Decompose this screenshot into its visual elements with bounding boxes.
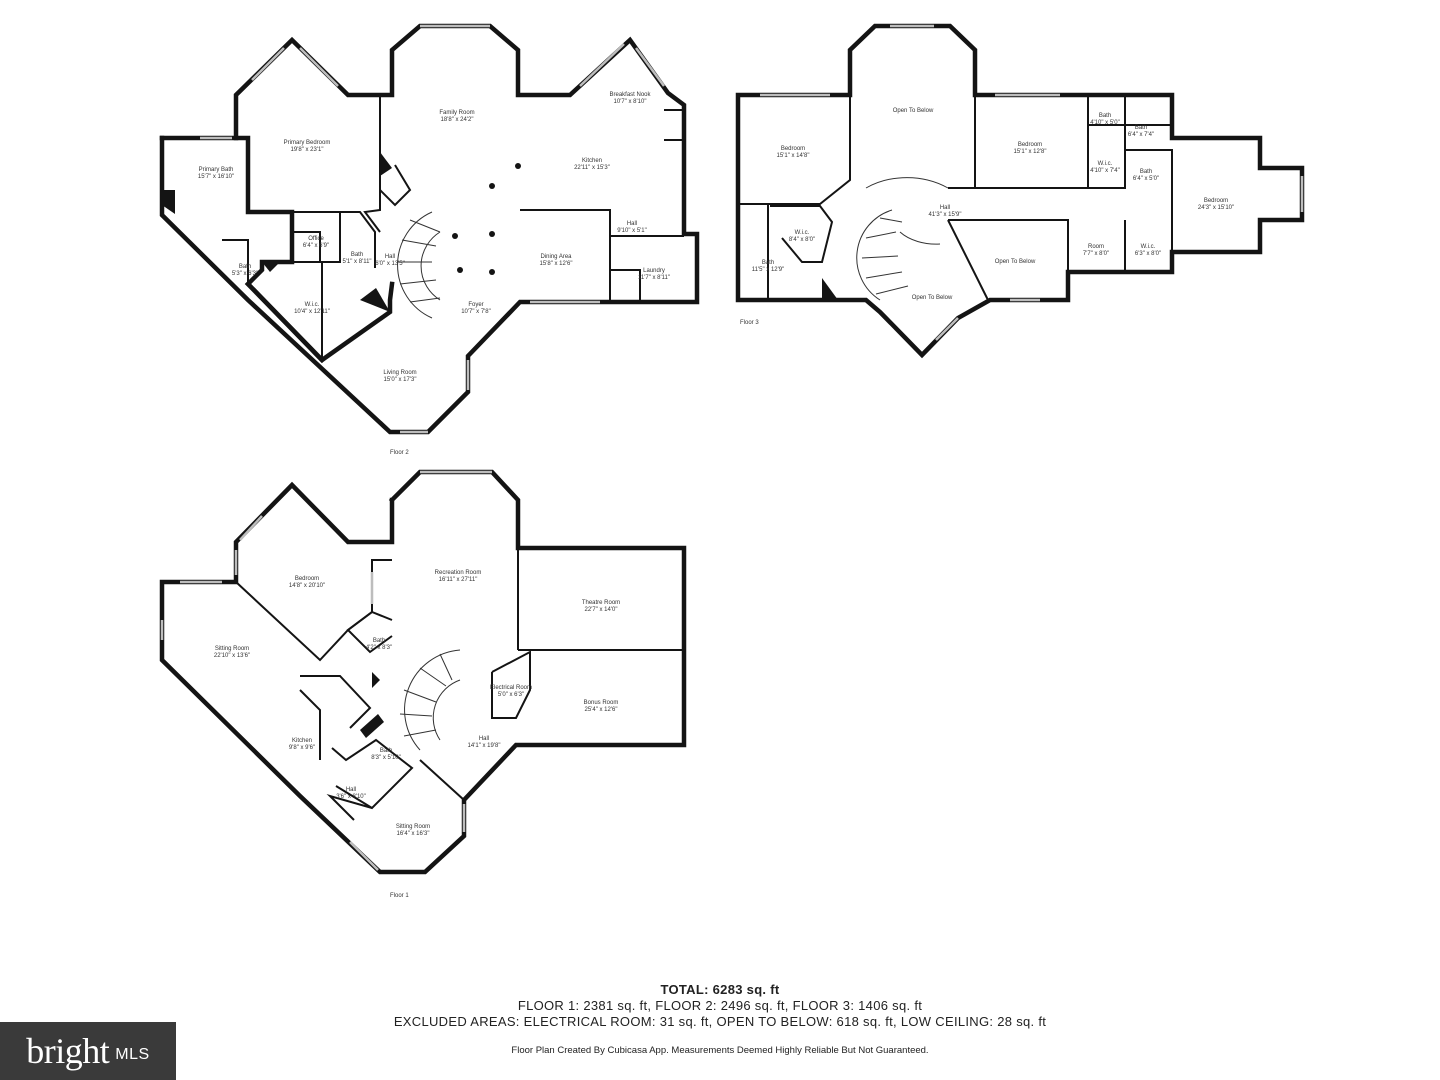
room-dimension-label: 3'6" x 8'10" — [336, 794, 366, 800]
room-name-label: Office — [308, 236, 324, 242]
room-name-label: W.i.c. — [1141, 244, 1156, 250]
room-name-label: W.i.c. — [1098, 161, 1113, 167]
room-dimension-label: 16'11" x 27'11" — [439, 577, 478, 583]
floor-2-plan — [159, 23, 700, 435]
room-dimension-label: 41'3" x 15'9" — [929, 212, 962, 218]
room-dimension-label: 5'0" x 6'3" — [498, 692, 524, 698]
room-name-label: Open To Below — [893, 108, 934, 114]
room-dimension-label: 9'8" x 9'6" — [289, 745, 315, 751]
room-name-label: Hall — [940, 205, 950, 211]
excluded-areas: EXCLUDED AREAS: ELECTRICAL ROOM: 31 sq. … — [393, 1014, 1047, 1029]
floor-1-label: Floor 1 — [390, 893, 409, 899]
room-dimension-label: 11'7" x 8'11" — [638, 275, 670, 281]
room-name-label: Foyer — [468, 302, 483, 308]
room-name-label: Bath — [762, 260, 774, 266]
room-dimension-label: 6'4" x 7'4" — [1128, 132, 1154, 138]
room-name-label: Hall — [385, 254, 395, 260]
room-dimension-label: 5'1" x 8'11" — [342, 259, 371, 265]
room-name-label: Open To Below — [995, 259, 1036, 265]
disclaimer-text: Floor Plan Created By Cubicasa App. Meas… — [511, 1045, 929, 1056]
room-dimension-label: 4'10" x 7'4" — [1090, 168, 1120, 174]
room-name-label: W.i.c. — [305, 302, 320, 308]
room-name-label: Hall — [627, 221, 637, 227]
room-dimension-label: 6'4" x 5'0" — [1133, 176, 1159, 182]
floor-3-plan — [735, 23, 1305, 359]
room-name-label: Bath — [239, 264, 251, 270]
room-name-label: Bath — [1099, 113, 1111, 119]
room-name-label: Bath — [373, 638, 385, 644]
room-dimension-label: 22'11" x 15'3" — [574, 165, 610, 171]
room-dimension-label: 10'4" x 12'11" — [294, 309, 330, 315]
room-name-label: Bath — [351, 252, 363, 258]
room-dimension-label: 5'3" x 6'3" — [232, 271, 258, 277]
floor-areas: FLOOR 1: 2381 sq. ft, FLOOR 2: 2496 sq. … — [517, 998, 923, 1013]
room-name-label: Primary Bedroom — [284, 140, 331, 146]
room-dimension-label: 10'7" x 8'10" — [614, 99, 647, 105]
room-dimension-label: 4'2" x 8'3" — [366, 645, 392, 651]
room-name-label: Sitting Room — [396, 824, 430, 830]
room-name-label: Theatre Room — [582, 600, 620, 606]
room-name-label: Room — [1088, 244, 1104, 250]
room-name-label: Bedroom — [781, 146, 805, 152]
room-name-label: Family Room — [439, 110, 474, 116]
room-dimension-label: 25'4" x 12'6" — [585, 707, 618, 713]
room-name-label: Bedroom — [1204, 198, 1228, 204]
room-name-label: Laundry — [643, 268, 665, 274]
room-dimension-label: 15'1" x 12'8" — [1014, 149, 1047, 155]
room-name-label: Electrical Room — [490, 685, 532, 691]
room-dimension-label: 4'10" x 5'0" — [1090, 120, 1120, 126]
room-name-label: Hall — [346, 787, 356, 793]
room-name-label: Bath — [1135, 125, 1147, 131]
room-name-label: Bedroom — [295, 576, 319, 582]
room-dimension-label: 15'0" x 17'3" — [384, 377, 417, 383]
room-name-label: Open To Below — [912, 295, 953, 301]
room-dimension-label: 19'8" x 23'1" — [291, 147, 324, 153]
room-dimension-label: 15'8" x 12'6" — [540, 261, 573, 267]
room-name-label: Kitchen — [582, 158, 602, 164]
logo-mls-text: MLS — [115, 1046, 150, 1063]
room-name-label: Dining Area — [540, 254, 572, 260]
total-area: TOTAL: 6283 sq. ft — [660, 982, 780, 997]
room-dimension-label: 6'0" x 13'5" — [375, 261, 405, 267]
room-dimension-label: 24'3" x 15'10" — [1198, 205, 1234, 211]
room-dimension-label: 16'4" x 16'3" — [397, 831, 430, 837]
room-dimension-label: 22'10" x 13'6" — [214, 653, 250, 659]
room-name-label: Sitting Room — [215, 646, 249, 652]
floor-3-label: Floor 3 — [740, 320, 759, 326]
room-dimension-label: 18'8" x 24'2" — [441, 117, 474, 123]
room-dimension-label: 22'7" x 14'0" — [585, 607, 618, 613]
room-dimension-label: 15'1" x 14'8" — [777, 153, 810, 159]
room-dimension-label: 14'8" x 20'10" — [289, 583, 325, 589]
room-name-label: Primary Bath — [199, 167, 234, 173]
room-name-label: Kitchen — [292, 738, 312, 744]
room-dimension-label: 9'10" x 5'1" — [617, 228, 647, 234]
room-name-label: Bath — [1140, 169, 1152, 175]
room-dimension-label: 11'5" x 12'9" — [752, 267, 784, 273]
room-dimension-label: 14'1" x 19'8" — [468, 743, 501, 749]
room-dimension-label: 6'3" x 8'0" — [1135, 251, 1161, 257]
room-name-label: W.i.c. — [795, 230, 810, 236]
bright-mls-logo: bright MLS — [0, 1022, 176, 1080]
room-dimension-label: 6'4" x 6'9" — [303, 243, 329, 249]
room-name-label: Breakfast Nook — [609, 92, 651, 98]
room-name-label: Living Room — [383, 370, 416, 376]
room-dimension-label: 10'7" x 7'8" — [461, 309, 491, 315]
room-name-label: Recreation Room — [435, 570, 482, 576]
room-name-label: Bonus Room — [584, 700, 619, 706]
room-name-label: Bedroom — [1018, 142, 1042, 148]
room-dimension-label: 8'3" x 5'10" — [371, 755, 401, 761]
room-name-label: Hall — [479, 736, 489, 742]
floor-1-plan — [159, 469, 687, 875]
room-dimension-label: 15'7" x 16'10" — [198, 174, 234, 180]
room-name-label: Bath — [380, 748, 392, 754]
floor-2-label: Floor 2 — [390, 450, 409, 456]
logo-brand-text: bright — [26, 1031, 110, 1071]
room-dimension-label: 8'4" x 8'0" — [789, 237, 815, 243]
room-dimension-label: 7'7" x 8'0" — [1083, 251, 1109, 257]
